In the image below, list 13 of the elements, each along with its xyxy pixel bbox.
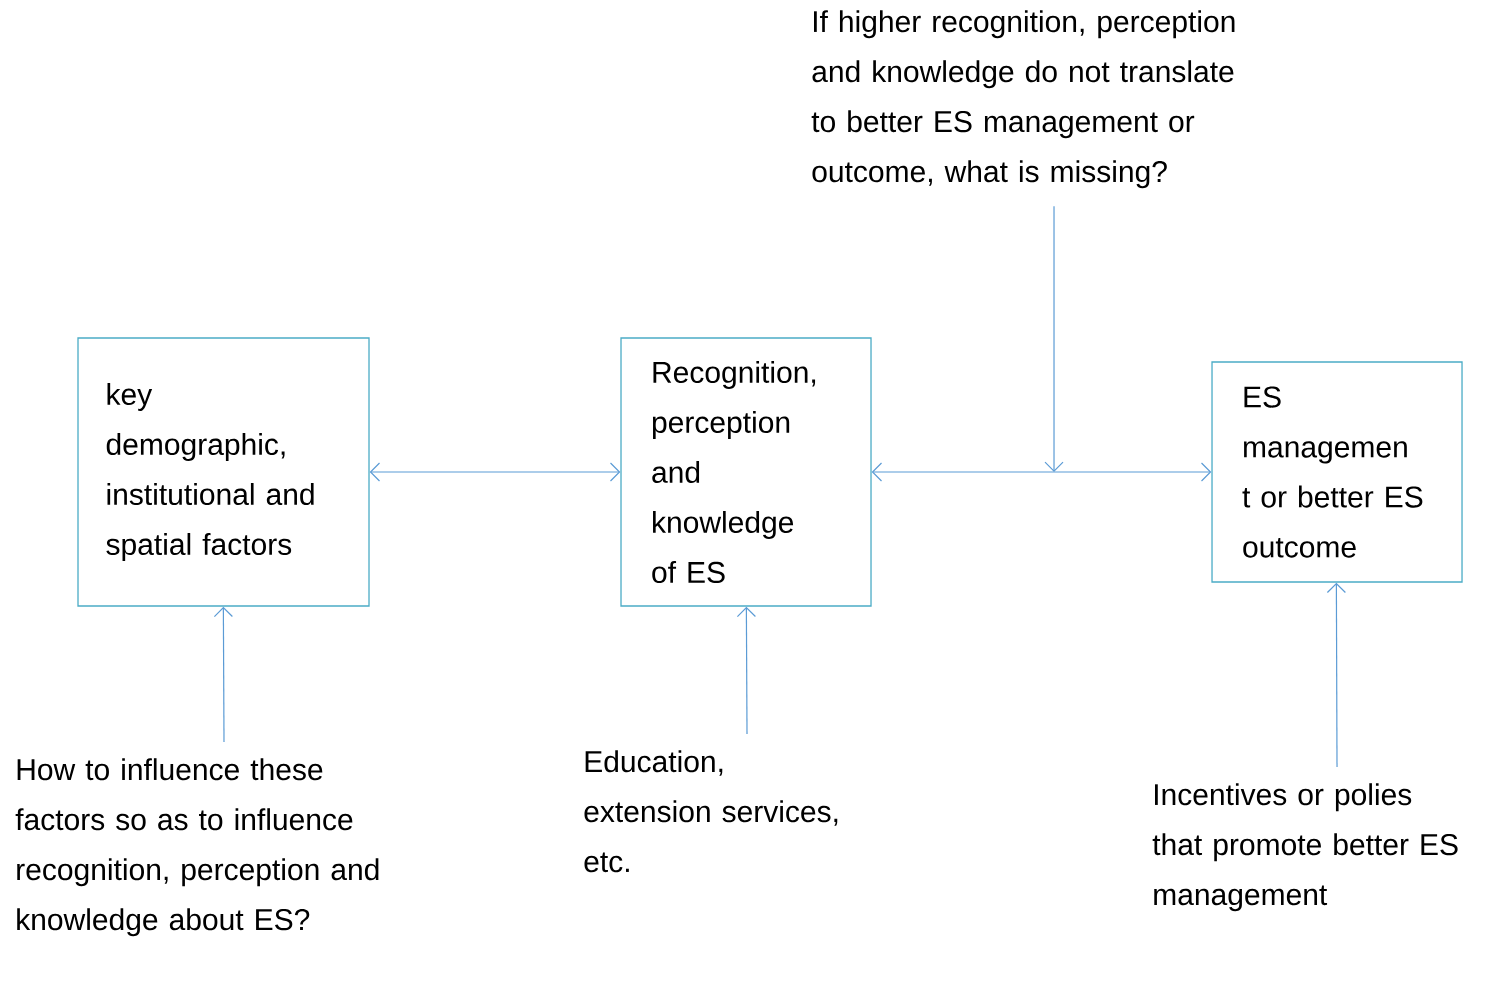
note-text: If higher recognition, perception and knowledge do not translate to better ES management or outcome, what is missing? [811, 10, 1235, 189]
arrow [736, 606, 756, 735]
process-box: key demographic, institutional and spatial factors [77, 337, 370, 607]
arrow [1044, 205, 1064, 472]
note-text: How to influence these factors so as to influence recognition, perception and knowledge about ES? [15, 758, 379, 937]
arrow [369, 462, 621, 482]
process-box: ES managemen t or better ES outcome [1211, 361, 1463, 583]
arrow [213, 606, 233, 743]
arrow [1326, 582, 1346, 768]
process-box: Recognition, perception and knowledge of ES [620, 337, 872, 607]
note-text: Education, extension services, etc. [584, 750, 838, 873]
arrow [871, 462, 1212, 482]
note-text: Incentives or polies that promote better ES management [1152, 783, 1458, 912]
